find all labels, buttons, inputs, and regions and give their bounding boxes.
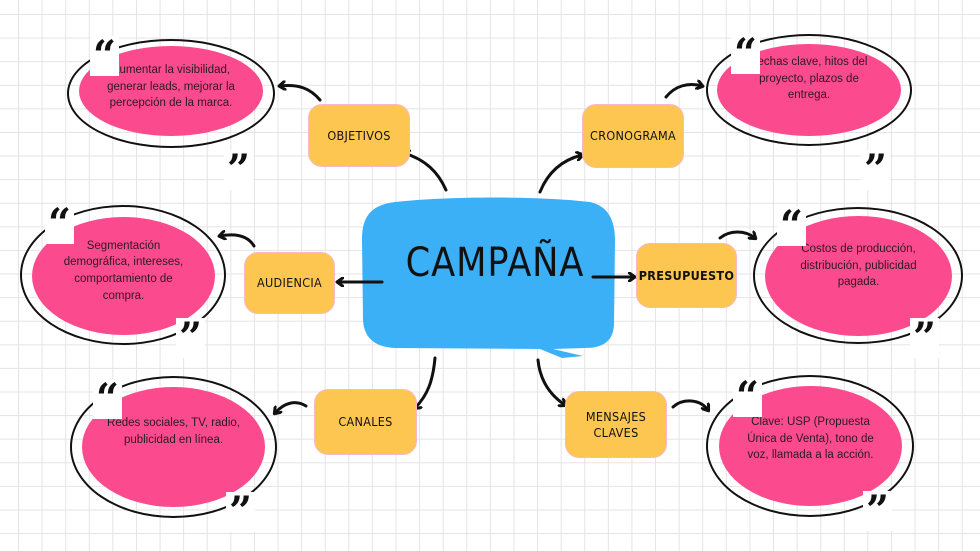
arrow-mensajes-detail (671, 399, 708, 410)
open-quote-icon: “ (45, 204, 75, 244)
close-quote-icon: ” (910, 318, 940, 358)
center-speech-bubble (362, 197, 615, 358)
close-quote-icon: ” (176, 318, 206, 358)
close-quote-icon: ” (861, 150, 891, 190)
arrow-cronograma-detail (664, 84, 702, 99)
topic-label: MENSAJES CLAVES (585, 408, 647, 440)
arrow-to-mensajes (536, 358, 565, 405)
topic-label: CANALES (338, 414, 393, 430)
topic-box-objetivos[interactable]: OBJETIVOS (308, 104, 410, 167)
open-quote-icon: “ (733, 377, 763, 417)
detail-text: Clave: USP (Propuesta Única de Venta), t… (747, 415, 874, 462)
arrow-presupuesto-detail (718, 232, 755, 238)
detail-text: Costos de producción, distribución, publ… (800, 242, 917, 289)
open-quote-icon: “ (93, 379, 123, 419)
close-quote-icon: ” (226, 492, 256, 532)
topic-label: CRONOGRAMA (590, 128, 676, 144)
arrow-audiencia-detail (220, 235, 256, 248)
detail-objetivos: Aumentar la visibilidad, generar leads, … (79, 46, 263, 136)
arrow-to-canales (415, 356, 437, 408)
arrow-to-cronograma (538, 155, 582, 194)
detail-text: Fechas clave, hitos del proyecto, plazos… (750, 55, 868, 102)
detail-ring-audiencia (20, 205, 226, 345)
arrow-canales-detail (275, 401, 308, 413)
detail-text: Aumentar la visibilidad, generar leads, … (107, 63, 235, 110)
detail-ring-canales (70, 376, 277, 518)
topic-box-mensajes[interactable]: MENSAJES CLAVES (565, 391, 667, 458)
open-quote-icon: “ (90, 36, 120, 76)
detail-ring-cronograma (706, 34, 912, 146)
detail-ring-objetivos (67, 39, 275, 148)
topic-label: AUDIENCIA (257, 275, 322, 291)
detail-text: Redes sociales, TV, radio, publicidad en… (107, 417, 240, 446)
topic-box-canales[interactable]: CANALES (314, 389, 417, 455)
detail-ring-presupuesto (753, 207, 963, 344)
topic-label: OBJETIVOS (327, 127, 391, 143)
open-quote-icon: “ (777, 206, 807, 246)
center-topic-label: CAMPAÑA (405, 240, 585, 286)
arrow-to-objetivos (404, 153, 448, 192)
detail-ring-mensajes (706, 375, 914, 517)
arrow-objetivos-detail (280, 86, 322, 102)
topic-box-cronograma[interactable]: CRONOGRAMA (582, 104, 684, 168)
close-quote-icon: ” (863, 491, 893, 531)
topic-box-audiencia[interactable]: AUDIENCIA (244, 252, 335, 314)
detail-text: Segmentación demográfica, intereses, com… (63, 239, 184, 302)
open-quote-icon: “ (731, 34, 761, 74)
topic-box-presupuesto[interactable]: PRESUPUESTO (636, 243, 737, 308)
topic-label: PRESUPUESTO (638, 267, 735, 283)
close-quote-icon: ” (224, 150, 254, 190)
